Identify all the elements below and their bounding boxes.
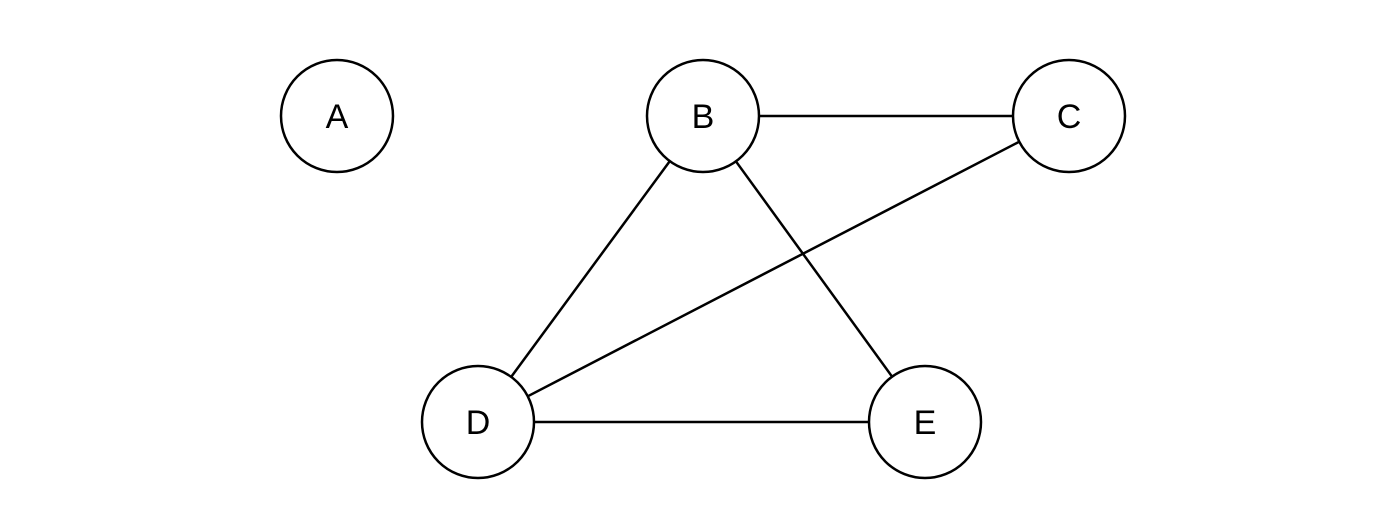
node-b: B <box>645 58 761 174</box>
node-circle-e <box>867 364 983 480</box>
node-circle-a <box>279 58 395 174</box>
node-a: A <box>279 58 395 174</box>
node-label-d: D <box>466 404 491 442</box>
edge-c-d <box>527 140 1020 398</box>
node-circle-c <box>1011 58 1127 174</box>
node-label-a: A <box>326 98 349 136</box>
node-e: E <box>867 364 983 480</box>
node-circle-b <box>645 58 761 174</box>
edge-b-e <box>734 160 894 378</box>
edge-b-d <box>510 160 671 378</box>
node-circle-d <box>420 364 536 480</box>
edges-layer <box>510 114 1020 424</box>
node-label-c: C <box>1057 98 1082 136</box>
node-d: D <box>420 364 536 480</box>
node-c: C <box>1011 58 1127 174</box>
node-label-e: E <box>914 404 937 442</box>
nodes-layer: A B C D E <box>279 58 1127 480</box>
node-label-b: B <box>692 98 715 136</box>
